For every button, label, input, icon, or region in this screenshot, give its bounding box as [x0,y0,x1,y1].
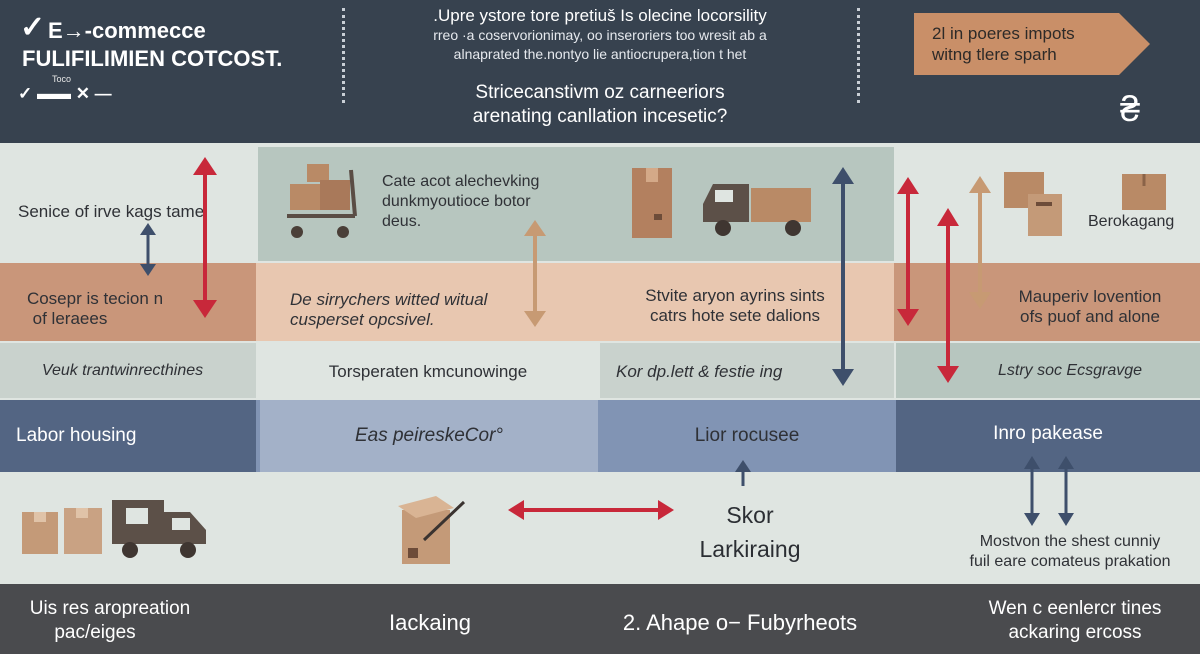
banner-line1: 2l in poeres impots [932,24,1075,43]
check-icon: ✓ [20,11,46,44]
package-icon [398,496,466,564]
header-divider-right [857,8,860,103]
row5-right-line2: fuil eare comateus prakation [969,553,1171,570]
row4-c4-cell [896,400,1200,472]
package-icon [1004,172,1062,236]
double-arrow-icon [937,208,959,383]
row3-c1-cell [0,343,256,398]
box-icon [1122,174,1166,210]
row2-mid-line2: cusperset opcsivel. [290,310,435,329]
row4-c3: Lior rocusee [694,425,800,446]
double-arrow-icon [897,177,919,326]
header-divider-left [342,8,345,103]
row4-c2-cell [260,400,598,472]
row2-center-line2: catrs hote sete dalions [649,306,821,325]
question-line2: arenating canllation incesetic? [472,106,728,127]
row3-c3: Kor dp.lett & festie ing [616,362,783,381]
row1-right-text: Berokagang [1088,213,1175,230]
row1-mid-line2: dunkmyoutioce botor [382,193,531,210]
box-icon [632,168,672,238]
intro-line1: .Upre ystore tore pretiuš Is olecine loc… [433,6,767,25]
hand-truck-icon [287,164,357,238]
row3-c2: Torsperaten kmcunowinge [328,362,528,381]
question-line1: Stricecanstivm oz carneeriors [475,82,725,103]
footer-col2: Iackaing [389,610,471,635]
double-arrow-icon [508,500,674,520]
double-arrow-icon [524,220,546,327]
intro-line2: rreo ·a coservorionimay, oo inseroriers … [433,27,767,43]
row5-right-line1: Mostvon the shest cunniy [979,533,1161,550]
footer [0,584,1200,654]
double-arrow-icon [1024,456,1074,526]
footer-col1-line2: pac/eiges [54,622,136,643]
footer-col1-line1: Uis res aropreation [29,598,191,619]
row2-left-line1: Cosepr is tecion n [26,289,164,308]
row2-right-cell [894,263,1200,341]
row4-c1-cell [0,400,256,472]
box-icon [22,508,102,554]
intro-line3: alnaprated the.nontyo lie antiocrupera,t… [453,46,747,62]
row2-left-line2: of leraees [32,309,108,328]
row1-mid-line3: deus. [382,213,422,230]
brand-line1: E→-commecce [48,18,206,43]
brand-icons: ✓ ▬▬ ✕ — [18,84,112,103]
banner-line2: witng tlere sparh [932,45,1057,64]
row2-mid-line1: De sirrychers witted witual [290,290,488,309]
up-arrow-icon [735,460,751,486]
dollar-icon: ₴ [1120,88,1141,129]
row1-mid-line1: Cate acot alechevking [382,173,540,190]
row5-center-line1: Skor [726,502,774,528]
row4-c4: Inro pakease [993,423,1103,444]
double-arrow-icon [969,176,991,309]
row2-right-line2: ofs puof and alone [1020,307,1160,326]
row4-c1: Labor housing [16,425,137,446]
row2-right-line1: Mauperiv lovention [1018,287,1162,306]
double-arrow-icon [193,157,217,318]
row3-c1: Veuk trantwinrecthines [41,362,204,379]
row5-center-line2: Larkiraing [699,536,801,562]
row1-left-text: Senice of irve kags tame [18,202,205,221]
footer-col4-line2: ackaring ercoss [1008,622,1142,643]
row4-c2: Eas peireskeCor° [354,425,504,446]
footer-col3: 2. Ahape o− Fubyrheots [622,610,858,635]
row2-center-line1: Stvite aryon ayrins sints [645,286,825,305]
brand-line2: FULIFILIMIEN COTCOST. [22,46,283,71]
double-arrow-icon [832,167,854,386]
banner-arrow-shape [914,13,1150,75]
truck-icon [703,184,811,236]
double-arrow-icon [140,223,156,276]
truck-icon [112,500,206,558]
row3-c4: Lstry soc Ecsgravge [997,362,1143,379]
footer-col4-line1: Wen c eenlercr tines [988,598,1162,619]
brand-small: Toco [52,74,72,84]
